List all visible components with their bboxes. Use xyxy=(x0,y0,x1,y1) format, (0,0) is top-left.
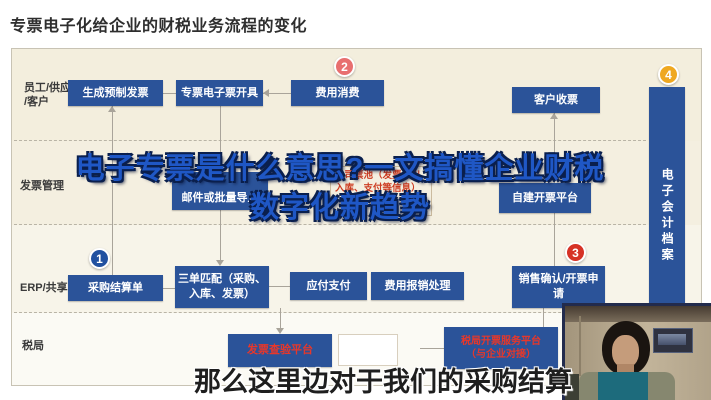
separator-dashed-2 xyxy=(14,224,646,225)
box-self-built-invoicing-platform: 自建开票平台 xyxy=(499,183,591,213)
box-purchase-settlement: 采购结算单 xyxy=(68,275,163,301)
overlay-headline: 电子专票是什么意思?一文搞懂企业财税 数字化新趋势 xyxy=(0,150,680,228)
page-title: 专票电子化给企业的财税业务流程的变化 xyxy=(10,18,308,35)
separator-dashed-3 xyxy=(14,312,646,313)
connector-line xyxy=(220,106,221,172)
connector-line xyxy=(554,213,555,266)
box-generate-prefab-invoice: 生成预制发票 xyxy=(68,80,163,106)
box-electronic-accounting-archive: 电子会计档案 xyxy=(649,87,685,345)
box-customer-receive-invoice: 客户收票 xyxy=(512,87,600,113)
connector-line xyxy=(163,93,176,94)
webcam-ceiling xyxy=(565,306,711,322)
connector-line xyxy=(543,308,544,327)
row-label-tax-bureau: 税局 xyxy=(22,340,44,352)
connector-line xyxy=(269,286,290,287)
row-label-erp: ERP/共享 xyxy=(20,282,68,294)
box-mail-batch-import: 邮件或批量导入 xyxy=(172,172,268,210)
row-label-invoice-mgmt: 发票管理 xyxy=(20,180,64,192)
step-badge-1: 1 xyxy=(89,248,110,269)
arrowhead-down xyxy=(276,328,284,334)
webcam-door-edge xyxy=(579,316,581,376)
webcam-chair xyxy=(565,374,579,400)
step-badge-2: 2 xyxy=(334,56,355,77)
webcam-person-torso xyxy=(579,372,675,400)
step-badge-3: 3 xyxy=(565,242,586,263)
box-payable-payment: 应付支付 xyxy=(290,272,367,300)
separator-dashed-1 xyxy=(14,140,646,141)
box-e-invoice-issue: 专票电子票开具 xyxy=(176,80,263,106)
overlay-headline-line2: 数字化新趋势 xyxy=(249,192,430,224)
row-label-employee: 员工/供应商 /客户 xyxy=(24,82,82,110)
connector-line xyxy=(554,113,555,183)
box-faint-empty xyxy=(338,334,398,366)
box-three-doc-matching: 三单匹配（采购、入库、发票） xyxy=(175,266,269,308)
arrowhead-up xyxy=(550,113,558,119)
row-label-employee-line1: 员工/供应商 xyxy=(24,82,83,94)
note-company-invoice-pool: 公司票池（发票、出入库、支付等信息） xyxy=(330,166,432,216)
arrowhead-down xyxy=(216,260,224,266)
connector-line xyxy=(280,308,281,330)
arrowhead-up xyxy=(108,106,116,112)
webcam-person-face xyxy=(612,335,639,368)
arrowhead-left xyxy=(263,89,269,97)
connector-line xyxy=(163,288,175,289)
webcam-video xyxy=(562,303,711,400)
box-expense-consumption: 费用消费 xyxy=(291,80,384,106)
box-tax-bureau-service-platform: 税局开票服务平台 （与企业对接） xyxy=(444,327,558,369)
row-label-employee-line2: /客户 xyxy=(24,95,50,108)
box-invoice-verification-platform: 发票查验平台 xyxy=(228,334,332,367)
connector-line xyxy=(263,93,291,94)
connector-line xyxy=(220,210,221,262)
box-expense-reimbursement: 费用报销处理 xyxy=(371,272,464,300)
subtitle: 那么这里边对于我们的采购结算 xyxy=(194,367,572,397)
box-sales-confirm-invoicing: 销售确认/开票申请 xyxy=(512,266,605,308)
connector-line xyxy=(112,106,113,275)
overlay-headline-line1: 电子专票是什么意思?一文搞懂企业财税 xyxy=(75,153,605,185)
tax-service-line1: 税局开票服务平台 xyxy=(461,335,541,347)
tax-service-line2: （与企业对接） xyxy=(466,349,536,360)
connector-line xyxy=(420,348,444,349)
webcam-picture-art xyxy=(658,334,686,345)
webcam-picture-frame xyxy=(653,328,693,353)
step-badge-4: 4 xyxy=(658,64,679,85)
